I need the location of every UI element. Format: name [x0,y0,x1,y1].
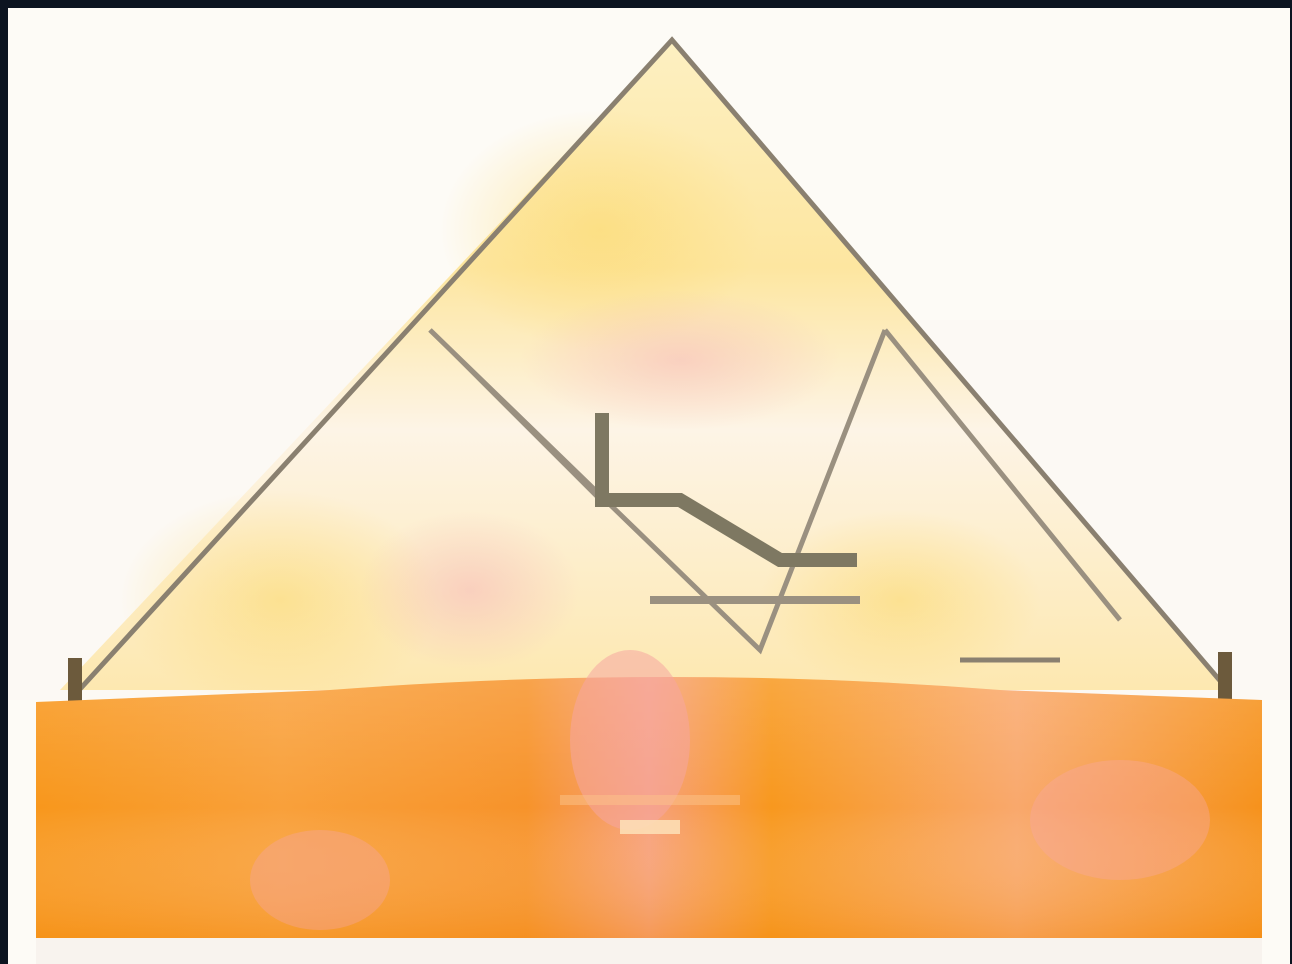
bottom-paper-strip [36,938,1262,964]
right-corner-post [1218,652,1232,704]
pink-glow-left [360,510,580,670]
band-pink-lower-left [250,830,390,930]
band-light-mark [620,820,680,834]
band-light-stroke [560,795,740,805]
pink-glow-center [520,290,840,430]
band-pink-right [1030,760,1210,880]
